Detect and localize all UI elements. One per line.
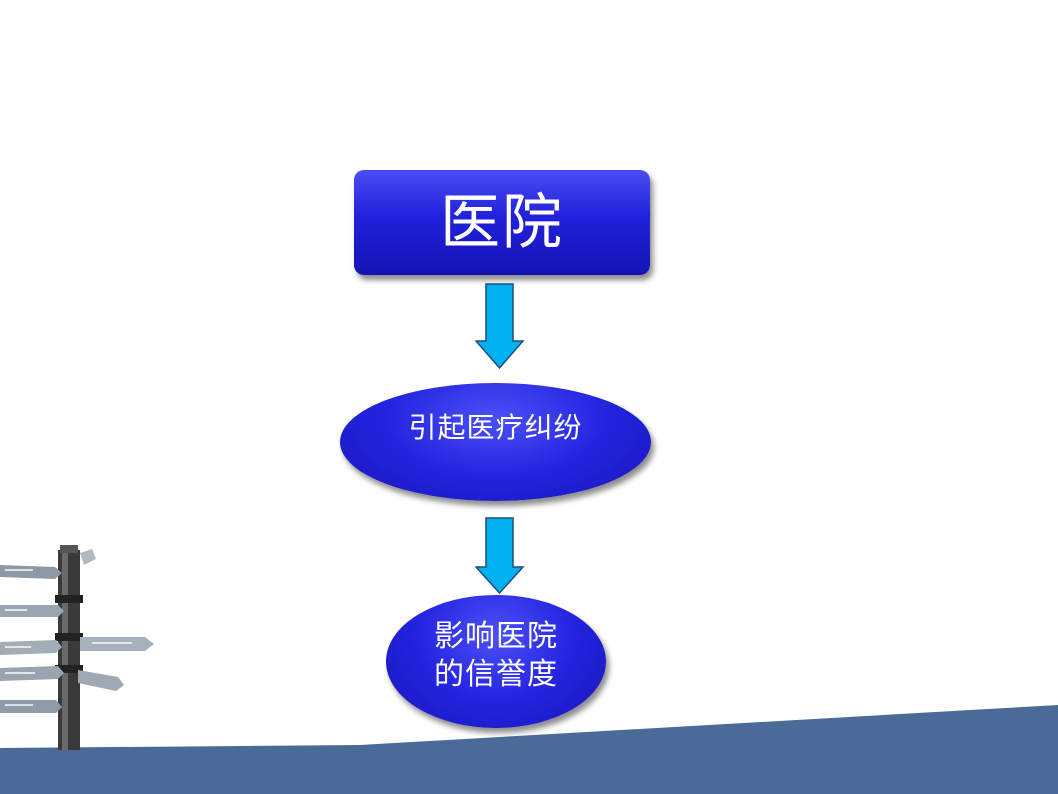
edge-dispute-to-reputation (475, 517, 525, 595)
node-hospital: 医院 (354, 170, 650, 275)
node-reputation-line2: 的信誉度 (434, 656, 558, 692)
bottom-band-shape (0, 705, 1058, 794)
down-arrow-icon (475, 283, 525, 370)
signpost-icon (0, 545, 154, 750)
node-reputation: 影响医院 的信誉度 (386, 595, 606, 728)
node-reputation-label: 影响医院 的信誉度 (434, 618, 558, 694)
down-arrow-icon (475, 517, 525, 595)
edge-hospital-to-dispute (475, 283, 525, 370)
node-dispute-label: 引起医疗纠纷 (408, 411, 583, 444)
node-hospital-label: 医院 (440, 187, 564, 258)
node-reputation-line1: 影响医院 (434, 618, 558, 654)
node-dispute: 引起医疗纠纷 (340, 383, 651, 501)
